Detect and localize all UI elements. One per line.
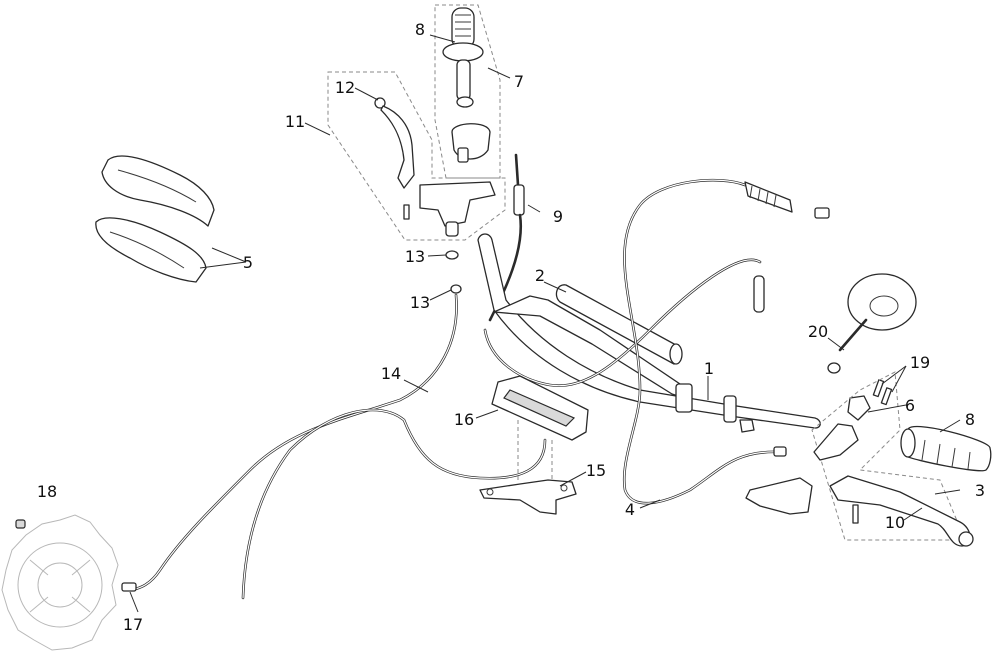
brake-disc-ghost bbox=[1, 514, 119, 651]
callout-1: 1 bbox=[704, 359, 714, 378]
part-11-brake-master-cylinder bbox=[327, 71, 506, 241]
callout-2: 2 bbox=[535, 266, 545, 285]
handlebar-nut bbox=[739, 419, 755, 433]
part-16-speedometer bbox=[491, 375, 589, 488]
part-17-hose-fitting bbox=[121, 582, 137, 592]
part-2-bar-pad bbox=[555, 284, 683, 365]
part-4-clutch-cable bbox=[622, 178, 830, 505]
callout-6: 6 bbox=[905, 396, 915, 415]
part-15-bracket bbox=[479, 479, 577, 515]
leader-lines bbox=[129, 34, 961, 613]
callout-19: 19 bbox=[910, 353, 930, 372]
callout-8-right-grip: 8 bbox=[965, 410, 975, 429]
callout-18: 18 bbox=[37, 482, 57, 501]
clutch-cable bbox=[483, 258, 765, 388]
callout-13-upper: 13 bbox=[405, 247, 425, 266]
part-5-hand-guards bbox=[95, 155, 215, 283]
part-18-nut bbox=[15, 519, 26, 529]
part-19-screws bbox=[872, 379, 893, 406]
callout-11: 11 bbox=[285, 112, 305, 131]
part-3-clutch-assembly bbox=[811, 371, 974, 547]
callout-3: 3 bbox=[975, 481, 985, 500]
callout-7: 7 bbox=[514, 72, 524, 91]
part-13-washers bbox=[445, 250, 462, 294]
part-8-grip bbox=[900, 425, 992, 472]
callout-17: 17 bbox=[123, 615, 143, 634]
part-14-brake-hose bbox=[130, 293, 547, 600]
part-1-handlebar bbox=[477, 233, 821, 429]
callout-16: 16 bbox=[454, 410, 474, 429]
callout-4: 4 bbox=[625, 500, 635, 519]
lever-guard bbox=[745, 477, 813, 515]
callout-12: 12 bbox=[335, 78, 355, 97]
callout-20: 20 bbox=[808, 322, 828, 341]
part-20-mirror bbox=[827, 273, 917, 374]
part-6-clamp bbox=[847, 395, 871, 421]
callout-8-throttle-grip: 8 bbox=[415, 20, 425, 39]
part-7-throttle-assembly bbox=[434, 4, 501, 179]
callout-labels: 1 2 3 4 5 6 7 8 8 9 10 11 12 13 13 14 15… bbox=[37, 20, 985, 634]
callout-10: 10 bbox=[885, 513, 905, 532]
callout-9: 9 bbox=[553, 207, 563, 226]
callout-15: 15 bbox=[586, 461, 606, 480]
callout-5: 5 bbox=[243, 253, 253, 272]
callout-14: 14 bbox=[381, 364, 401, 383]
callout-13-lower: 13 bbox=[410, 293, 430, 312]
